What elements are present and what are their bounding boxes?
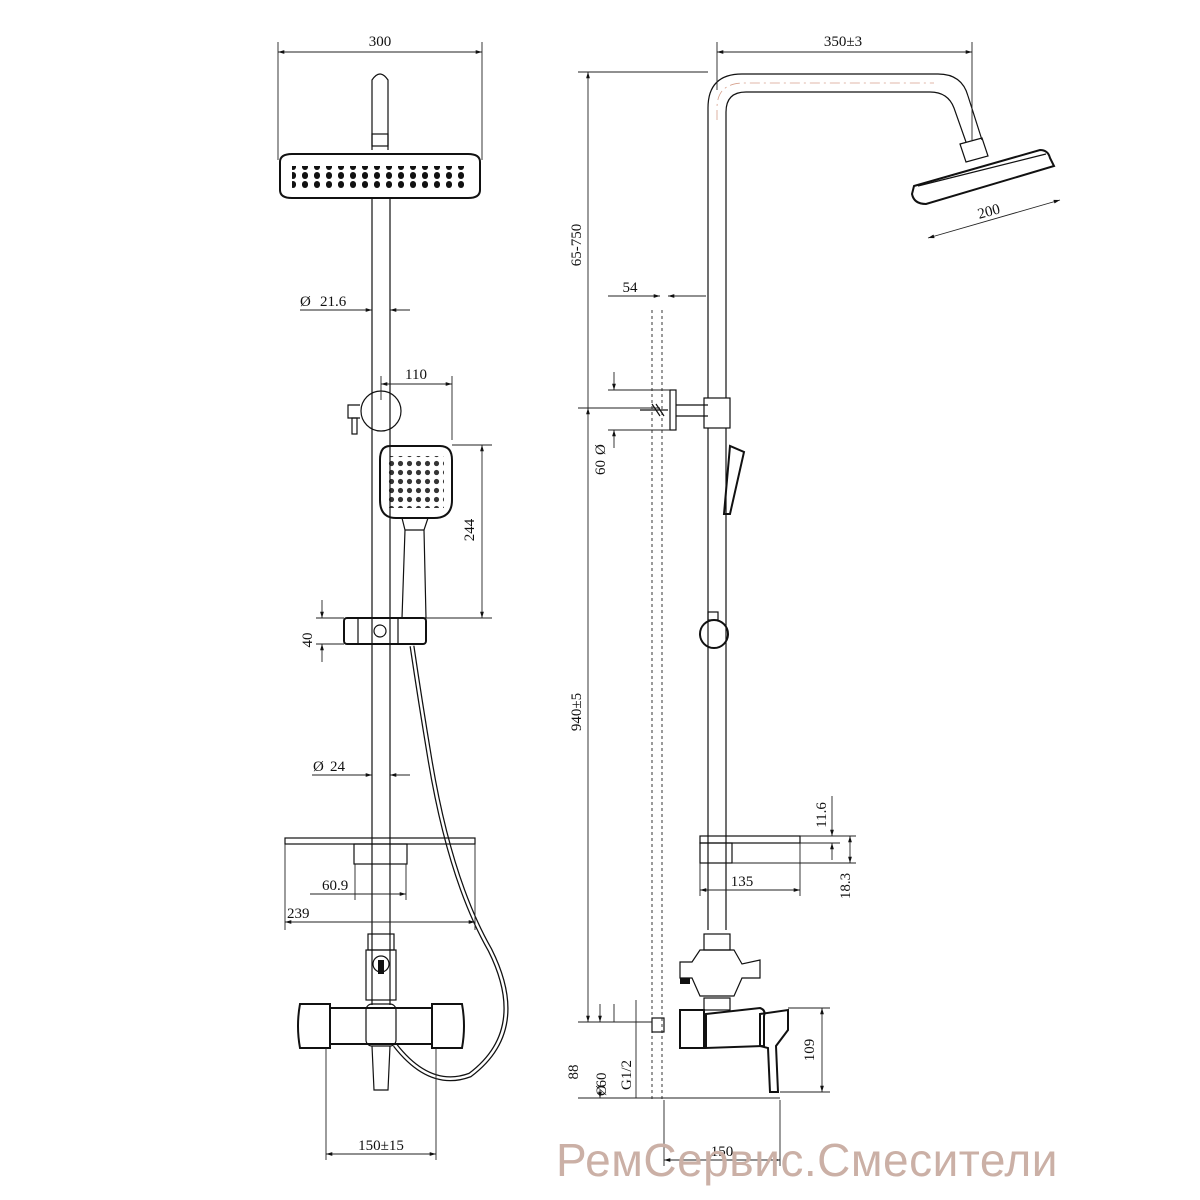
front-view: 300 Ø 21.6 110 xyxy=(277,34,509,1160)
dim-mixer-depth-label: 150 xyxy=(711,1144,734,1160)
dim-wall-offset-label: 54 xyxy=(623,280,639,296)
dim-shelf: 60.9 239 xyxy=(284,844,476,930)
dim-slider: 40 xyxy=(300,600,344,662)
dim-mixer-offset-label: 88 xyxy=(566,1065,582,1080)
dim-total-height: 940±5 xyxy=(569,408,590,1022)
dim-mixer-centers-label: 150±15 xyxy=(358,1138,404,1154)
dim-shelf-width-label: 239 xyxy=(287,906,310,922)
dim-wall-offset: 54 xyxy=(608,280,706,298)
diverter-side xyxy=(679,933,761,997)
hand-shower-front xyxy=(379,445,453,619)
dim-handshower-length-label: 244 xyxy=(462,518,478,541)
dim-shelf-inner-label: 60.9 xyxy=(322,878,348,894)
dim-mixer-centers: 150±15 xyxy=(325,1048,437,1160)
hand-shower-side xyxy=(722,444,746,515)
svg-text:Ø: Ø xyxy=(593,444,609,455)
dim-shelf-thickness-label: 11.6 xyxy=(814,802,830,828)
dim-rod-upper: Ø 21.6 xyxy=(300,294,410,312)
dim-head-width-label: 300 xyxy=(369,34,392,50)
dim-slider-label: 40 xyxy=(300,633,316,648)
wall xyxy=(651,310,663,1100)
shower-hose xyxy=(393,645,509,1082)
dim-shelf-side: 11.6 18.3 135 xyxy=(699,796,856,899)
dim-height-adjust-label: 65-750 xyxy=(569,224,585,267)
dim-holder-offset: 110 xyxy=(380,367,453,440)
dim-thread-label: G1/2 xyxy=(619,1060,635,1090)
slider-knob-side xyxy=(699,619,729,649)
mixer-front xyxy=(297,1003,465,1091)
dim-flange-upper-label: 60 xyxy=(593,460,609,475)
dim-rod-lower-label: 24 xyxy=(330,759,346,775)
dim-total-height-label: 940±5 xyxy=(569,693,585,731)
shelf-side xyxy=(699,835,801,864)
dim-head-dia-label: 200 xyxy=(976,201,1002,222)
svg-text:Ø: Ø xyxy=(594,1085,610,1096)
dim-shelf-height-label: 18.3 xyxy=(838,873,854,899)
dim-mixer-side: 88 Ø 60 G1/2 109 150 xyxy=(566,1000,830,1166)
watermark: РемСервис.Смесители xyxy=(556,1134,1058,1186)
dim-rod-upper-label: 21.6 xyxy=(320,294,347,310)
dim-head-dia: 200 xyxy=(927,199,1061,239)
shelf-front xyxy=(284,837,476,865)
rain-head-front xyxy=(279,153,481,199)
dim-rod-lower: Ø 24 xyxy=(312,759,410,777)
wall-bracket xyxy=(347,390,402,435)
dim-flange-upper: Ø 60 xyxy=(593,372,670,475)
dim-height-adjust: 65-750 xyxy=(569,71,708,409)
wall-bracket-side xyxy=(640,389,731,431)
dim-arm-reach: 350±3 xyxy=(716,34,973,140)
head-connector-pipe xyxy=(371,73,389,150)
rain-head-side xyxy=(910,137,1056,206)
slider-holder xyxy=(343,617,427,645)
dim-shelf-depth-label: 135 xyxy=(731,874,754,890)
dim-handshower-length: 244 xyxy=(426,444,492,619)
dim-flange-lower-label: 60 xyxy=(594,1073,610,1088)
diverter-front xyxy=(365,933,397,1001)
dia-symbol: Ø xyxy=(300,294,311,310)
shower-arm xyxy=(707,73,983,398)
pipe-nut xyxy=(371,133,389,147)
svg-text:Ø: Ø xyxy=(313,759,324,775)
dim-head-width: 300 xyxy=(277,34,483,160)
mixer-side xyxy=(651,997,789,1093)
dim-arm-reach-label: 350±3 xyxy=(824,34,862,50)
side-view: 200 350±3 65-750 940±5 54 xyxy=(566,34,1061,1166)
dim-mixer-height-label: 109 xyxy=(802,1039,818,1062)
dim-holder-offset-label: 110 xyxy=(405,367,427,383)
